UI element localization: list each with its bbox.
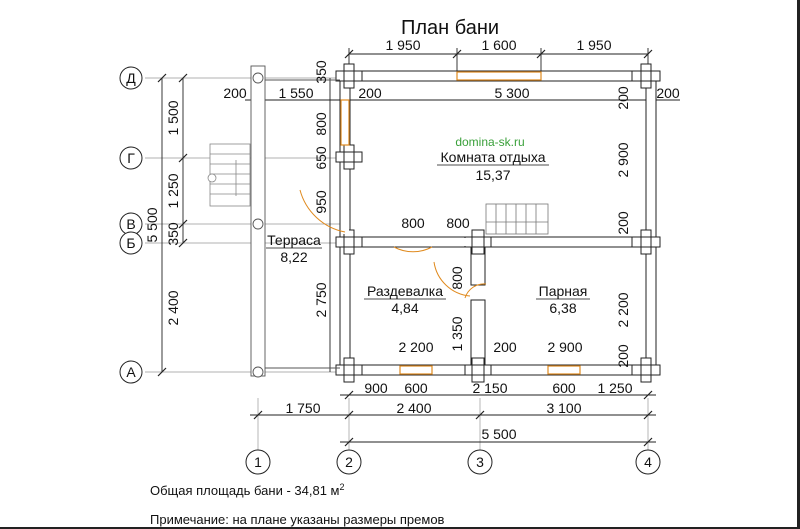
dim-bottom-open-3: 2 150 [472, 380, 507, 396]
dim-door-1: 800 [401, 215, 425, 231]
dim-bottom-open-5: 1 250 [597, 380, 632, 396]
axis-label-d: Д [126, 70, 136, 86]
dim-bottom-open-4: 600 [552, 380, 576, 396]
dim-left-total: 5 500 [144, 207, 160, 242]
dim-top-1: 1 950 [385, 37, 420, 53]
door-swings [299, 189, 487, 299]
page-frame-right [797, 0, 800, 529]
dim-door-3: 800 [449, 266, 465, 290]
room-label-underlines [266, 164, 590, 300]
axis-number-4: 4 [644, 454, 652, 470]
dim-bottom-axis-1: 1 750 [285, 400, 320, 416]
dim-bottom-axis-3: 3 100 [546, 400, 581, 416]
room-name-rest: Комната отдыха [441, 149, 546, 165]
dim-mid-4: 2 900 [547, 339, 582, 355]
dim-left-1: 1 500 [165, 100, 181, 135]
axis-number-3: 3 [476, 454, 484, 470]
dim-left-inner-5: 2 750 [313, 282, 329, 317]
dim-left-inner-1: 350 [313, 60, 329, 84]
dim-inner-top-2: 1 550 [278, 85, 313, 101]
log-corner-crosses [335, 63, 661, 383]
windows [340, 71, 581, 375]
left-dimension-lines [161, 78, 331, 372]
dim-left-3: 350 [165, 222, 181, 246]
dim-bottom-open-1: 900 [364, 380, 388, 396]
room-name-dressing: Раздевалка [367, 283, 443, 299]
axis-label-a: А [126, 364, 136, 380]
room-name-steam: Парная [539, 283, 588, 299]
dim-left-2: 1 250 [165, 173, 181, 208]
total-area-value: Общая площадь бани - 34,81 м [150, 483, 340, 498]
axis-grid-lines [145, 77, 649, 452]
axis-number-2: 2 [345, 454, 353, 470]
dim-left-inner-3: 650 [313, 146, 329, 170]
dim-left-4: 2 400 [165, 290, 181, 325]
bottom-dimension-lines [250, 394, 656, 443]
dim-inner-top-1: 200 [223, 85, 247, 101]
room-area-terrace: 8,22 [280, 249, 307, 265]
terrace-railing [250, 65, 340, 378]
dim-inner-top-5: 200 [615, 86, 631, 110]
dim-right-4: 200 [615, 344, 631, 368]
top-dimension-ticks [344, 49, 653, 59]
page-frame-bottom [0, 527, 800, 529]
room-area-dressing: 4,84 [391, 300, 418, 316]
staircase [485, 203, 549, 235]
dim-left-inner-4: 950 [313, 190, 329, 214]
dim-right-2: 200 [615, 211, 631, 235]
left-dimension-ticks [157, 73, 188, 377]
dim-bottom-axis-2: 2 400 [396, 400, 431, 416]
dim-inner-top-4: 5 300 [494, 85, 529, 101]
dim-right-3: 2 200 [615, 292, 631, 327]
dim-left-inner-2: 800 [313, 112, 329, 136]
dim-mid-1: 2 200 [398, 339, 433, 355]
dim-bottom-total: 5 500 [481, 426, 516, 442]
axis-label-g: Г [127, 150, 135, 166]
axis-number-1: 1 [254, 454, 262, 470]
bottom-dimension-ticks [253, 390, 653, 447]
terrace-steps [207, 143, 251, 207]
plan-title: План бани [401, 17, 499, 39]
room-area-steam: 6,38 [549, 300, 576, 316]
axis-number-bubbles [245, 449, 661, 475]
room-area-rest: 15,37 [475, 167, 510, 183]
dim-mid-3: 200 [493, 339, 517, 355]
dim-inner-top-6: 200 [656, 85, 680, 101]
total-area-text: Общая площадь бани - 34,81 м2 [150, 482, 345, 498]
dim-door-2: 800 [446, 215, 470, 231]
website-watermark: domina-sk.ru [455, 135, 524, 149]
door-gaps [341, 172, 484, 299]
dim-top-3: 1 950 [576, 37, 611, 53]
dim-bottom-open-2: 600 [404, 380, 428, 396]
axis-label-v: В [126, 216, 135, 232]
dim-mid-2: 1 350 [449, 316, 465, 351]
axis-label-b: Б [126, 235, 135, 251]
dim-top-2: 1 600 [481, 37, 516, 53]
axis-letter-bubbles [119, 66, 143, 384]
dim-inner-top-3: 200 [358, 85, 382, 101]
plan-note: Примечание: на плане указаны размеры пре… [150, 512, 445, 527]
room-name-terrace: Терраса [267, 232, 321, 248]
dim-right-1: 2 900 [615, 142, 631, 177]
total-area-superscript: 2 [339, 482, 344, 492]
